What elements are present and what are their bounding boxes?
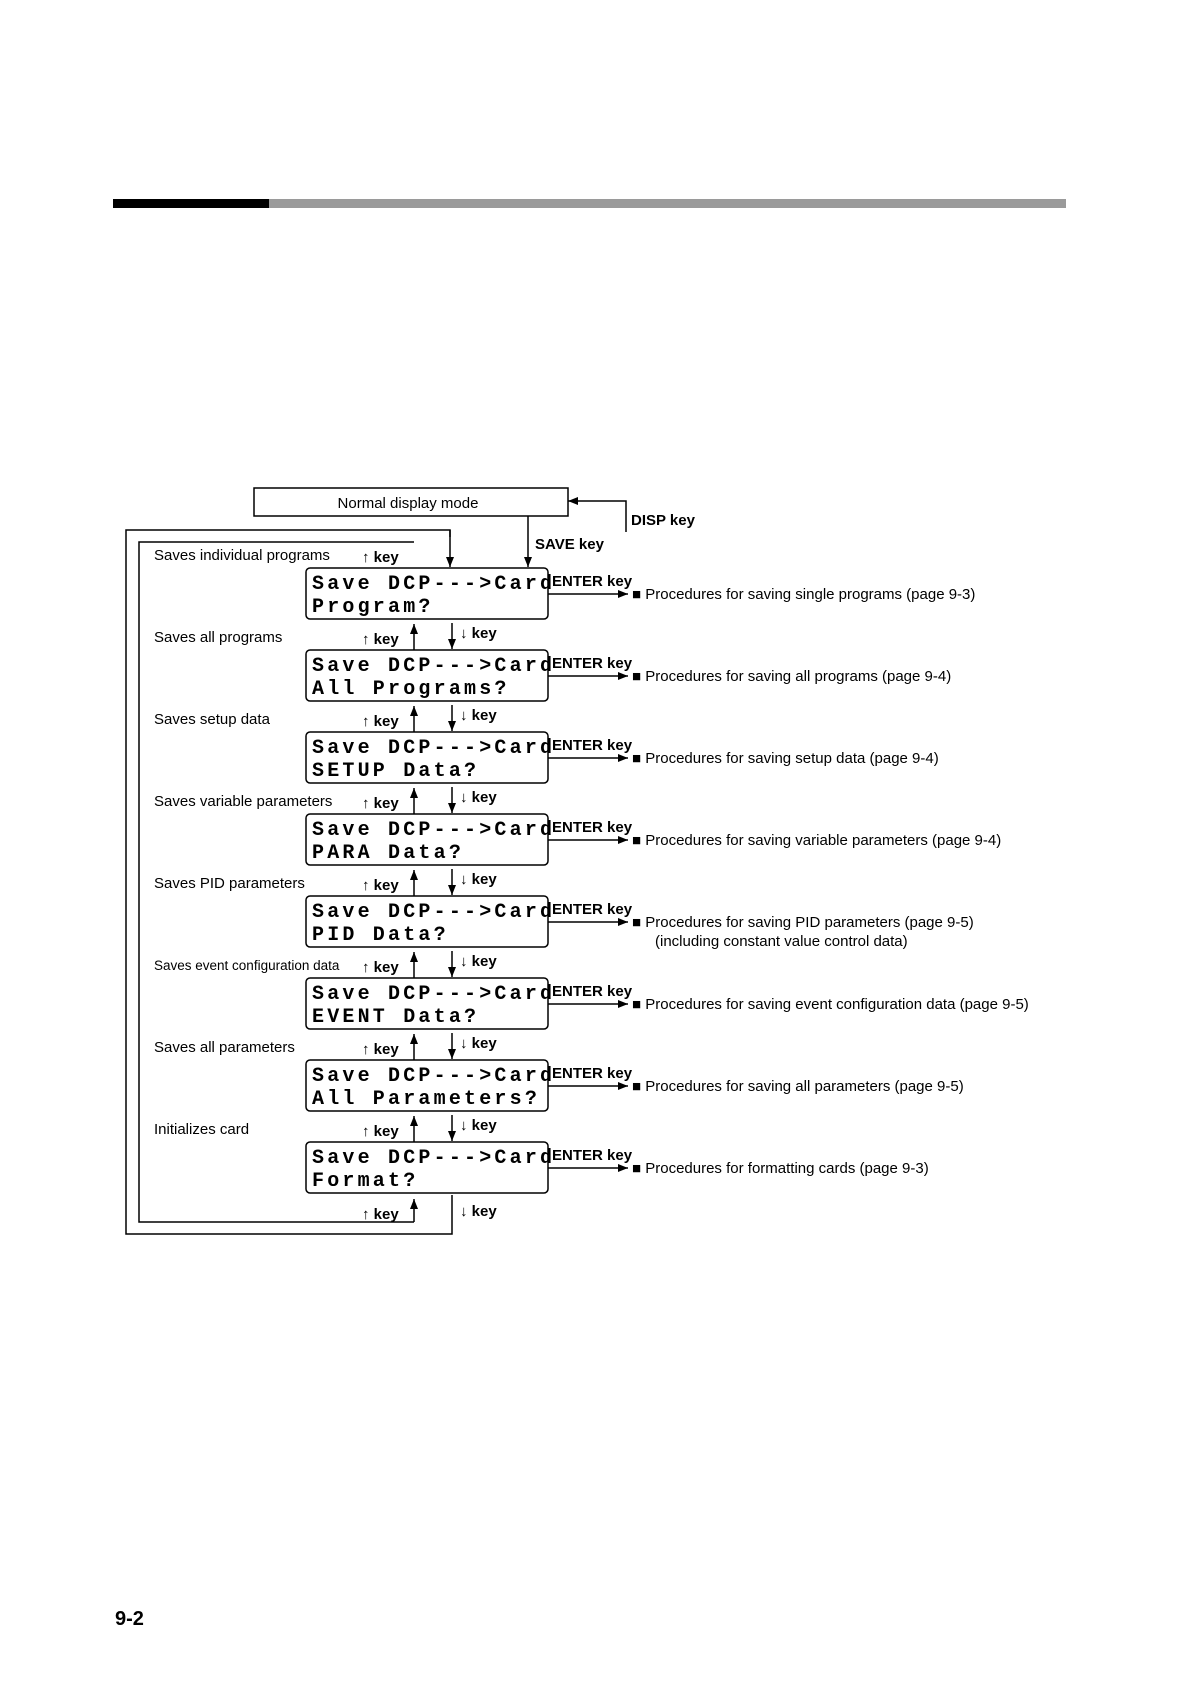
procedure-link: ■ Procedures for saving event configurat…: [632, 996, 1029, 1013]
up-key-label: ↑ key: [362, 1041, 399, 1058]
lcd-line-2: EVENT Data?: [312, 1006, 479, 1029]
lcd-line-2: All Programs?: [312, 678, 510, 701]
enter-key-label: ENTER key: [552, 1065, 633, 1082]
down-key-label: ↓ key: [460, 1035, 497, 1052]
up-key-label: ↑ key: [362, 877, 399, 894]
lcd-line-1: Save DCP--->Card: [312, 819, 555, 842]
procedure-note: (including constant value control data): [655, 933, 908, 950]
lcd-line-2: SETUP Data?: [312, 760, 479, 783]
normal-mode-label: Normal display mode: [338, 495, 479, 512]
save-key-label: SAVE key: [535, 536, 605, 553]
down-key-label: ↓ key: [460, 871, 497, 888]
procedure-link: ■ Procedures for saving setup data (page…: [632, 750, 939, 767]
up-key-label: ↑ key: [362, 1206, 399, 1223]
down-key-label: ↓ key: [460, 707, 497, 724]
enter-key-label: ENTER key: [552, 573, 633, 590]
down-key-label: ↓ key: [460, 1203, 497, 1220]
header-rule-light: [269, 199, 1066, 208]
enter-key-label: ENTER key: [552, 819, 633, 836]
up-key-label: ↑ key: [362, 549, 399, 566]
procedure-link: ■ Procedures for saving all programs (pa…: [632, 668, 951, 685]
procedure-link: ■ Procedures for saving variable paramet…: [632, 832, 1001, 849]
enter-key-label: ENTER key: [552, 655, 633, 672]
up-key-label: ↑ key: [362, 1123, 399, 1140]
step-label: Saves all programs: [154, 629, 282, 646]
lcd-line-2: Format?: [312, 1170, 418, 1193]
up-key-label: ↑ key: [362, 795, 399, 812]
step-label: Saves event configuration data: [154, 958, 340, 973]
page-number: 9-2: [115, 1608, 144, 1630]
lcd-line-1: Save DCP--->Card: [312, 1065, 555, 1088]
lcd-line-2: PARA Data?: [312, 842, 464, 865]
procedure-link: ■ Procedures for saving all parameters (…: [632, 1078, 964, 1095]
step-label: Saves variable parameters: [154, 793, 332, 810]
enter-key-label: ENTER key: [552, 983, 633, 1000]
step-label: Saves PID parameters: [154, 875, 305, 892]
step-label: Saves setup data: [154, 711, 271, 728]
lcd-line-1: Save DCP--->Card: [312, 901, 555, 924]
enter-key-label: ENTER key: [552, 737, 633, 754]
procedure-link: ■ Procedures for saving PID parameters (…: [632, 914, 974, 931]
lcd-line-2: Program?: [312, 596, 434, 619]
lcd-line-1: Save DCP--->Card: [312, 737, 555, 760]
down-key-label: ↓ key: [460, 789, 497, 806]
step-label: Saves individual programs: [154, 547, 330, 564]
enter-key-label: ENTER key: [552, 901, 633, 918]
down-key-label: ↓ key: [460, 1117, 497, 1134]
down-key-label: ↓ key: [460, 625, 497, 642]
up-key-label: ↑ key: [362, 631, 399, 648]
procedure-link: ■ Procedures for saving single programs …: [632, 586, 975, 603]
lcd-line-2: All Parameters?: [312, 1088, 540, 1111]
lcd-line-1: Save DCP--->Card: [312, 655, 555, 678]
lcd-line-1: Save DCP--->Card: [312, 573, 555, 596]
up-key-label: ↑ key: [362, 713, 399, 730]
disp-key-label: DISP key: [631, 512, 696, 529]
lcd-line-2: PID Data?: [312, 924, 449, 947]
down-key-label: ↓ key: [460, 953, 497, 970]
header-rule-dark: [113, 199, 269, 208]
lcd-line-1: Save DCP--->Card: [312, 1147, 555, 1170]
up-key-label: ↑ key: [362, 959, 399, 976]
inner-loop-line: [138, 541, 414, 1223]
step-label: Saves all parameters: [154, 1039, 295, 1056]
procedure-link: ■ Procedures for formatting cards (page …: [632, 1160, 929, 1177]
enter-key-label: ENTER key: [552, 1147, 633, 1164]
lcd-line-1: Save DCP--->Card: [312, 983, 555, 1006]
normal-mode-box: [253, 487, 569, 517]
disp-return-arrow: [568, 497, 627, 532]
step-label: Initializes card: [154, 1121, 249, 1138]
